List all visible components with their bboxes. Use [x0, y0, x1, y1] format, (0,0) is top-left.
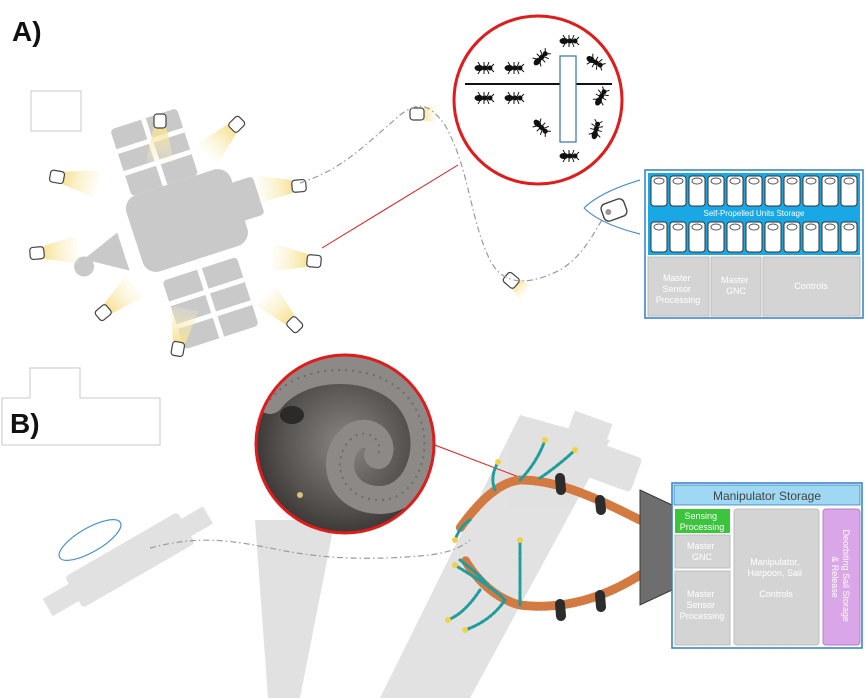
- master-sensor-line2-b: Sensor: [686, 600, 715, 610]
- stored-unit-icon: [821, 175, 839, 207]
- master-sensor-line3-b: Processing: [680, 611, 725, 621]
- panel-b: Manipulator Storage Sensing Processing M…: [1, 353, 863, 698]
- stored-unit-icon: [783, 221, 801, 253]
- master-gnc-line2-b: GNC: [692, 552, 713, 562]
- controls-label-a: Controls: [794, 281, 828, 291]
- rotation-arrow: [58, 519, 122, 561]
- unit-storage-block: Self-Propelled Units Storage Master Sens…: [644, 169, 864, 319]
- ant-swarm-callout: [452, 14, 624, 186]
- master-gnc-line1-a: Master: [721, 275, 749, 285]
- svg-text:Master GNC: Master GNC: [721, 275, 751, 296]
- stored-unit-icon: [783, 175, 801, 207]
- controls-label-b: Controls: [759, 589, 793, 599]
- sensing-line1: Sensing: [684, 511, 717, 521]
- stored-unit-icon: [688, 175, 706, 207]
- outline-box: [30, 90, 82, 132]
- panel-a: Self-Propelled Units Storage Master Sens…: [29, 14, 864, 358]
- manipulator-line2: Harpoon, Sail: [747, 568, 802, 578]
- svg-text:Manipulator, Harpoon,: Manipulator, Harpoon, Sail Controls: [747, 557, 804, 599]
- manipulator-line1: Manipulator,: [750, 557, 799, 567]
- zoom-bracket: [583, 179, 641, 235]
- stored-unit-icon: [669, 221, 687, 253]
- master-sensor-line2-a: Sensor: [662, 284, 691, 294]
- master-sensor-line1-b: Master: [687, 589, 715, 599]
- svg-text:Master Sensor: Master Sensor Processing: [680, 589, 725, 621]
- deorbiting-line1: Deorbiting Sail Storage: [841, 529, 851, 622]
- master-sensor-line3-a: Processing: [656, 295, 701, 305]
- svg-text:Master Sensor: Master Sensor Processing: [656, 273, 701, 305]
- ant-icons: [474, 34, 610, 163]
- svg-text:Master GNC: Master GNC: [687, 541, 717, 562]
- svg-text:Sensing Processing: Sensing Processing: [680, 511, 725, 532]
- deployed-units: [29, 105, 532, 358]
- panel-a-label: A): [12, 16, 42, 47]
- manipulator-storage-title: Manipulator Storage: [713, 489, 821, 503]
- stored-unit-icon: [840, 221, 858, 253]
- trajectory-path-b: [149, 539, 471, 559]
- sensing-line2: Processing: [680, 522, 725, 532]
- master-gnc-line2-a: GNC: [726, 286, 747, 296]
- zoomed-unit-icon: [600, 198, 628, 222]
- stored-unit-icon: [840, 175, 858, 207]
- stored-units-row: [650, 175, 858, 253]
- units-storage-label: Self-Propelled Units Storage: [704, 209, 805, 218]
- stored-unit-icon: [764, 221, 782, 253]
- master-sensor-line1-a: Master: [663, 273, 691, 283]
- svg-text:Deorbiting Sail Storage: Deorbiting Sail Storage & Release: [830, 529, 851, 624]
- stored-unit-icon: [745, 175, 763, 207]
- stored-unit-icon: [802, 175, 820, 207]
- stored-unit-icon: [726, 221, 744, 253]
- manipulator-storage-block: Manipulator Storage Sensing Processing M…: [671, 482, 863, 649]
- stored-unit-icon: [650, 175, 668, 207]
- stored-unit-icon: [802, 221, 820, 253]
- tentacle-arms: [445, 437, 645, 633]
- deorbiting-line2: & Release: [830, 556, 840, 598]
- panel-b-label: B): [10, 408, 40, 439]
- stored-unit-icon: [669, 175, 687, 207]
- stored-unit-icon: [707, 175, 725, 207]
- stored-unit-icon: [688, 221, 706, 253]
- stored-unit-icon: [821, 221, 839, 253]
- outline-t-shape: [1, 367, 161, 446]
- elephant-trunk-photo: [254, 353, 436, 535]
- stored-unit-icon: [707, 221, 725, 253]
- callout-line-a: [321, 164, 459, 249]
- stored-unit-icon: [726, 175, 744, 207]
- stored-unit-icon: [650, 221, 668, 253]
- trajectory-path: [299, 105, 609, 282]
- stored-unit-icon: [764, 175, 782, 207]
- stored-unit-icon: [745, 221, 763, 253]
- deployment-cone: [639, 489, 673, 606]
- master-gnc-line1-b: Master: [687, 541, 715, 551]
